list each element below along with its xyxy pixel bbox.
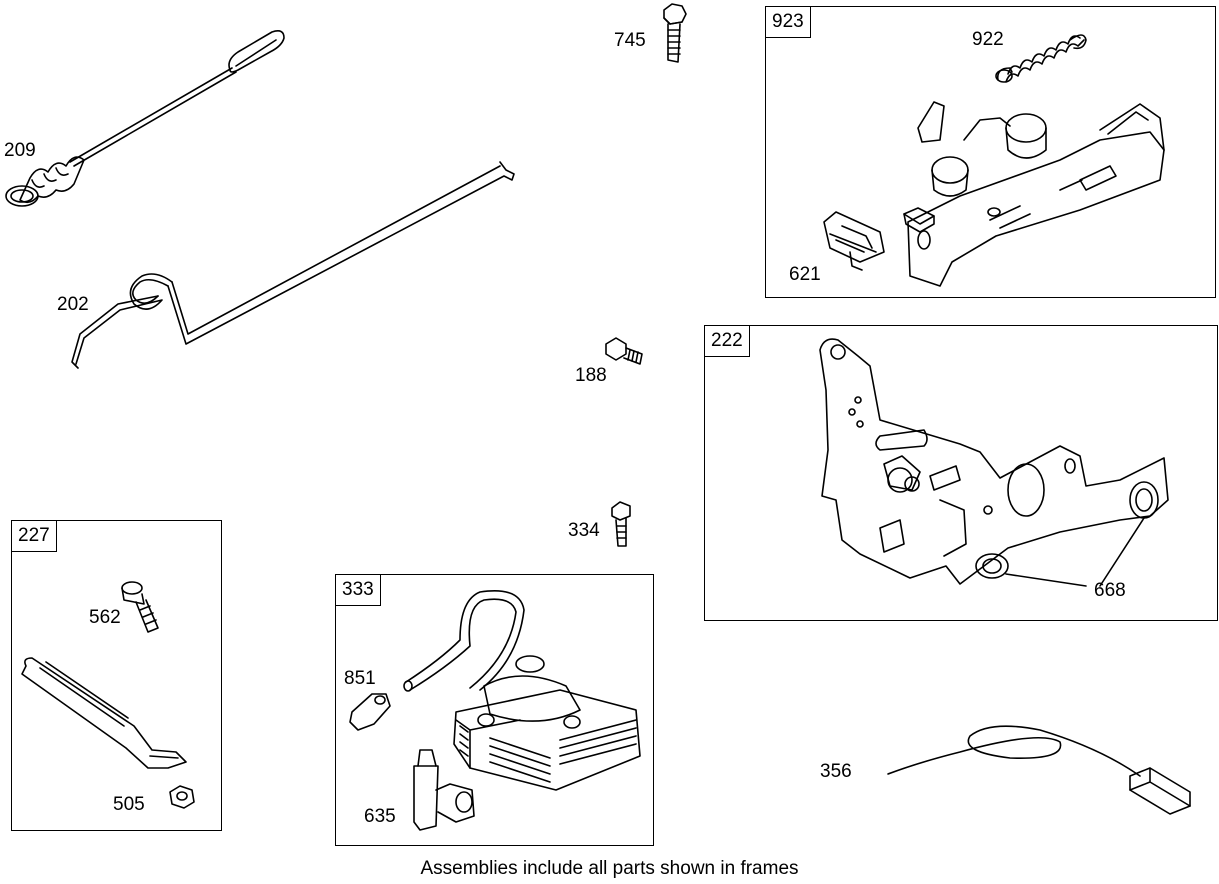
part-label-209: 209 bbox=[4, 140, 36, 161]
part-label-745: 745 bbox=[614, 30, 646, 51]
rod-202 bbox=[71, 161, 515, 369]
spring-209 bbox=[5, 30, 285, 207]
frame-923-label: 923 bbox=[766, 7, 811, 38]
bolt-334 bbox=[611, 501, 631, 547]
part-label-202: 202 bbox=[57, 294, 89, 315]
part-label-505: 505 bbox=[113, 794, 145, 815]
wire-356 bbox=[887, 725, 1191, 815]
screw-562 bbox=[121, 581, 159, 633]
part-label-188: 188 bbox=[575, 365, 607, 386]
clip-851 bbox=[349, 693, 391, 731]
frame-923: 923 bbox=[765, 6, 1216, 298]
part-label-635: 635 bbox=[364, 806, 396, 827]
frame-333: 333 bbox=[335, 574, 654, 846]
spark-boot-635 bbox=[413, 749, 475, 831]
frame-227-label: 227 bbox=[12, 521, 57, 552]
part-label-851: 851 bbox=[344, 668, 376, 689]
part-label-922: 922 bbox=[972, 29, 1004, 50]
frame-333-label: 333 bbox=[336, 575, 381, 606]
bolt-188 bbox=[605, 337, 643, 365]
lever-227 bbox=[21, 657, 187, 769]
spring-922 bbox=[995, 34, 1087, 83]
frame-227: 227 bbox=[11, 520, 222, 831]
nut-505 bbox=[169, 785, 195, 809]
frame-222-label: 222 bbox=[705, 326, 750, 357]
part-label-621: 621 bbox=[789, 264, 821, 285]
bracket-222 bbox=[819, 338, 1169, 587]
frame-222: 222 bbox=[704, 325, 1218, 621]
part-label-356: 356 bbox=[820, 761, 852, 782]
clip-621 bbox=[823, 211, 885, 271]
part-label-562: 562 bbox=[89, 607, 121, 628]
bolt-745 bbox=[663, 3, 687, 63]
control-bracket-923 bbox=[903, 101, 1165, 287]
ignition-module-333 bbox=[403, 590, 641, 791]
part-label-668: 668 bbox=[1094, 580, 1126, 601]
caption: Assemblies include all parts shown in fr… bbox=[420, 858, 799, 879]
part-label-334: 334 bbox=[568, 520, 600, 541]
